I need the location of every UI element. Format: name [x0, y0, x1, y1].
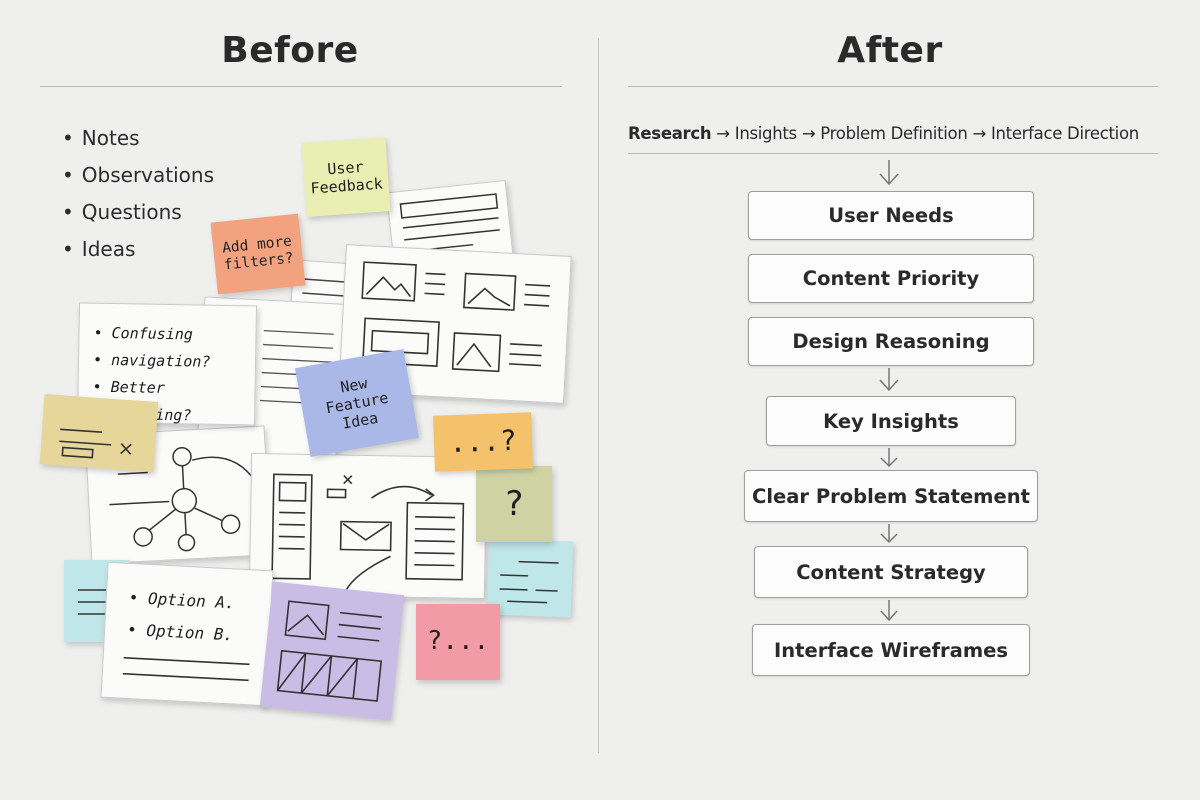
before-list: Notes Observations Questions Ideas [62, 120, 214, 268]
list-item: Ideas [62, 231, 214, 268]
note-line: • navigation? [92, 350, 211, 371]
before-title-rule [40, 86, 562, 87]
arrow-down-icon [880, 600, 898, 622]
list-item: Observations [62, 157, 214, 194]
arrow-down-icon [879, 368, 899, 392]
process-step: Insights [734, 124, 797, 143]
wireframe-grid-icon [276, 600, 383, 702]
process-rule [628, 153, 1158, 154]
process-step: Interface Direction [990, 124, 1139, 143]
sticky-note-add-filters: Add more filters? [210, 213, 306, 295]
step-content-priority: Content Priority [748, 254, 1034, 303]
column-divider [598, 38, 599, 753]
before-title: Before [221, 30, 359, 71]
sticky-note-lavender [259, 581, 405, 721]
list-item: Questions [62, 194, 214, 231]
options-note-card: • Option A. • Option B. [100, 561, 274, 707]
step-content-strategy: Content Strategy [754, 546, 1028, 598]
process-step: Research [628, 124, 712, 143]
sticky-note-mustard [39, 394, 159, 472]
step-interface-wireframes: Interface Wireframes [752, 624, 1030, 676]
step-design-reasoning: Design Reasoning [748, 317, 1034, 366]
after-title: After [837, 30, 943, 71]
list-item: Notes [62, 120, 214, 157]
step-user-needs: User Needs [748, 191, 1034, 240]
process-flow: Research → Insights → Problem Definition… [628, 124, 1160, 143]
sticky-note-teal [486, 538, 574, 618]
sticky-note-new-feature: New Feature Idea [295, 349, 419, 457]
sticky-note-user-feedback: User Feedback [301, 137, 391, 217]
step-key-insights: Key Insights [766, 396, 1016, 446]
process-step: Problem Definition [820, 124, 968, 143]
arrow-down-icon [880, 448, 898, 468]
process-arrow: → [716, 124, 730, 143]
sticky-note-amber: ...? [433, 412, 533, 472]
arrow-down-icon [879, 160, 899, 186]
step-problem-statement: Clear Problem Statement [744, 470, 1038, 522]
sticky-note-pink: ?... [416, 604, 500, 680]
after-title-rule [628, 86, 1158, 87]
scribble-lines-icon [59, 428, 132, 459]
process-arrow: → [972, 124, 986, 143]
text-lines-icon [122, 656, 250, 682]
sticky-note-olive: ? [476, 466, 552, 542]
scribble-lines-icon [499, 560, 559, 604]
wireframe-flow-sketch [248, 452, 488, 600]
note-line: • Confusing [93, 323, 194, 344]
wireframe-flow-icon [271, 473, 465, 596]
arrow-down-icon [880, 524, 898, 544]
process-arrow: → [801, 124, 816, 143]
